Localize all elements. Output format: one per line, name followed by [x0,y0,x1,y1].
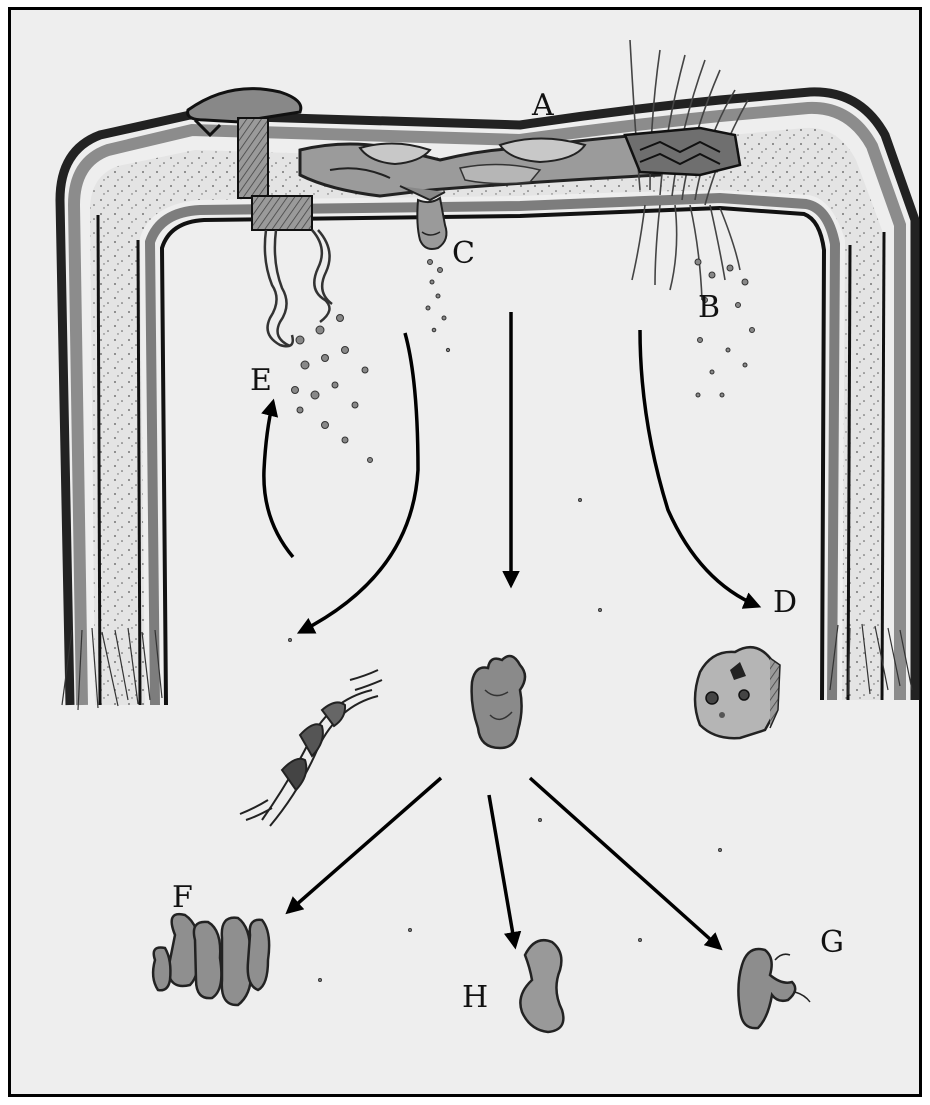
fragment-g [738,949,810,1028]
arrow-to-f [288,778,441,912]
cell-wall-inner-band [150,198,835,705]
label-a: A [531,88,554,123]
cell-wall-innermost-line [162,208,824,705]
label-e: E [250,363,272,398]
label-d: D [773,585,797,620]
arrow-to-fiber [300,333,418,632]
label-f: F [172,880,193,915]
label-c: C [452,236,475,271]
arrows [264,312,758,948]
label-g: G [820,925,844,960]
twisted-fiber [240,670,382,826]
central-fragment [472,656,525,748]
label-b: B [698,290,720,325]
cluster-f [153,914,269,1005]
small-fungus-c [417,198,446,249]
hook-fragment-h [520,940,563,1032]
porous-block-d [695,647,780,738]
arrow-to-g [530,778,720,948]
label-h: H [462,980,488,1015]
arrow-to-e [264,402,293,557]
arrow-to-h [489,795,515,946]
spore-particles [289,259,755,982]
arrow-to-d [640,330,758,606]
